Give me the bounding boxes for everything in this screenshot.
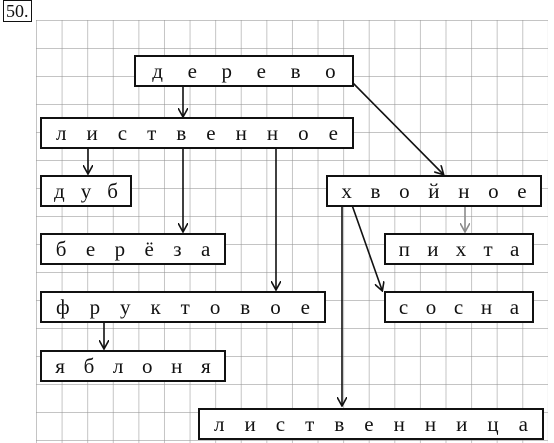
task-number: 50. [3, 0, 32, 22]
arrow-hvoinoe-sosna [351, 204, 382, 290]
arrow-derevo-hvoinoe [351, 81, 443, 174]
